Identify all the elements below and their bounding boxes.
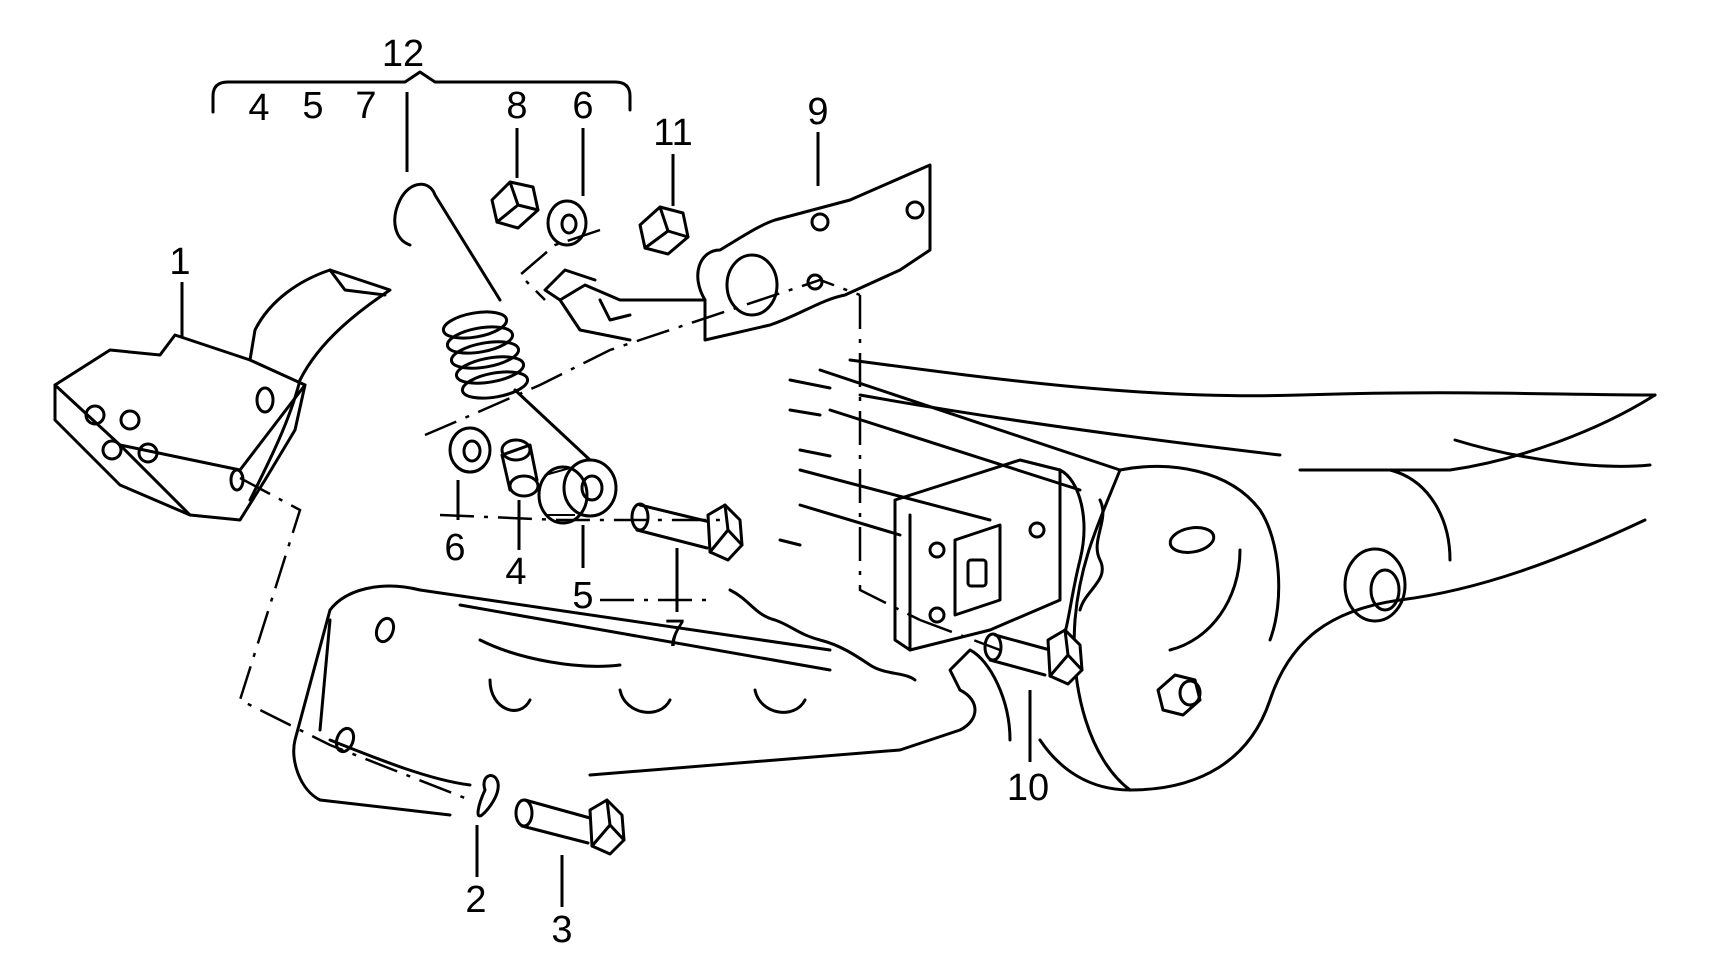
part-7-bolt bbox=[630, 502, 744, 562]
callout-6-top: 6 bbox=[572, 85, 593, 127]
part-9-bracket-plate bbox=[543, 163, 932, 342]
callout-7-top: 7 bbox=[355, 85, 376, 127]
callout-8: 8 bbox=[506, 85, 527, 127]
axle-beam bbox=[848, 358, 1657, 792]
part-8-hex-nut bbox=[490, 180, 540, 230]
part-12-return-spring bbox=[393, 182, 592, 462]
axle-front-rails bbox=[778, 368, 1122, 547]
part-6-washer-lower bbox=[448, 426, 492, 474]
callout-labels: 12 4 5 7 8 6 11 9 1 6 4 5 7 10 2 3 bbox=[169, 33, 1049, 951]
callout-1: 1 bbox=[169, 241, 190, 283]
callout-5: 5 bbox=[572, 575, 593, 617]
callout-7: 7 bbox=[664, 613, 685, 655]
callout-10: 10 bbox=[1007, 767, 1049, 809]
part-3-bolt bbox=[514, 798, 626, 856]
callout-11: 11 bbox=[653, 112, 692, 154]
lever-arm bbox=[292, 584, 1012, 817]
callout-5-top: 5 bbox=[302, 85, 323, 127]
part-1-stop-block bbox=[53, 268, 392, 522]
axle-mounting-bracket bbox=[893, 458, 1086, 652]
callout-2: 2 bbox=[465, 879, 486, 921]
callout-9: 9 bbox=[807, 91, 828, 133]
callout-3: 3 bbox=[551, 909, 572, 951]
part-11-hex-nut bbox=[638, 205, 690, 256]
part-4-sleeve bbox=[500, 438, 540, 498]
callout-6: 6 bbox=[444, 527, 465, 569]
break-lines bbox=[728, 498, 1105, 682]
leader-lines bbox=[180, 92, 1032, 907]
part-2-spring-washer bbox=[476, 774, 500, 818]
callout-12: 12 bbox=[382, 33, 424, 75]
axle-housing-nut bbox=[1156, 673, 1202, 717]
assembly-axis-lines bbox=[238, 228, 1001, 802]
callout-4-top: 4 bbox=[248, 87, 269, 129]
part-10-bolt bbox=[983, 628, 1084, 686]
group-bracket-12 bbox=[211, 70, 632, 114]
part-6-washer-upper bbox=[546, 199, 588, 247]
part-5-rubber-bushing bbox=[537, 458, 618, 525]
callout-4: 4 bbox=[505, 551, 526, 593]
